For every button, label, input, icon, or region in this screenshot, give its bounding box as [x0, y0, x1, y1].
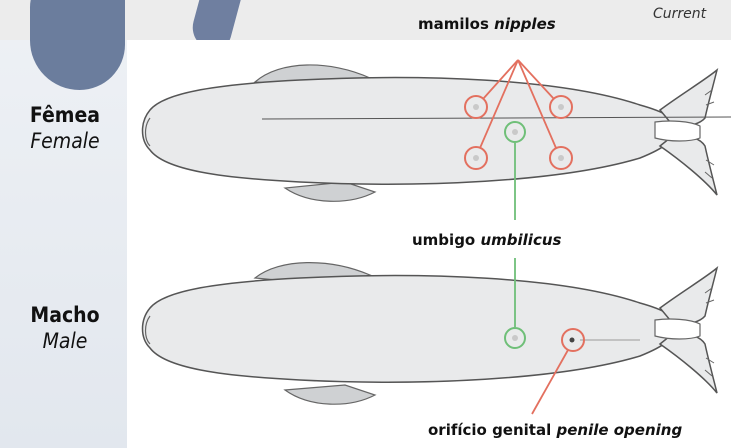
female-label-pt: Fêmea: [30, 103, 100, 127]
genital-label-pt: orifício genital: [428, 421, 551, 439]
female-seal-illustration: [143, 65, 731, 201]
umbilicus-label: umbigo umbilicus: [412, 231, 561, 249]
nipples-label-en: nipples: [494, 15, 556, 33]
female-label-en: Female: [10, 128, 120, 154]
genital-opening-label: orifício genital penile opening: [428, 421, 731, 439]
umbilicus-label-pt: umbigo: [412, 231, 475, 249]
male-label-pt: Macho: [30, 303, 99, 327]
genital-label-en: penile opening: [556, 421, 682, 439]
female-label: Fêmea Female: [10, 102, 120, 154]
nipples-label-pt: mamilos: [418, 15, 489, 33]
male-seal-illustration: [143, 263, 718, 405]
nipples-label: mamilos nipples: [418, 15, 556, 33]
male-label-en: Male: [10, 328, 120, 354]
umbilicus-label-en: umbilicus: [480, 231, 561, 249]
male-label: Macho Male: [10, 302, 120, 354]
